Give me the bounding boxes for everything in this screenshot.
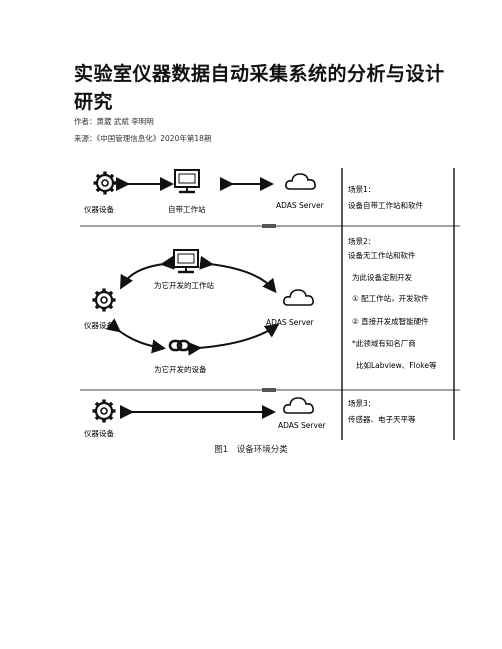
panel2-line-6: 比如Labview、Floke等 <box>356 360 437 370</box>
panel2-line-4: ② 直接开发成智能硬件 <box>352 316 429 326</box>
panel3-scene: 场景3： <box>348 399 375 408</box>
monitor-icon <box>173 168 201 194</box>
panel2-line-5: *此领域有知名厂商 <box>352 338 416 348</box>
panel2-device-label: 为它开发的设备 <box>154 364 207 374</box>
panel2-arrow-bottom-left <box>105 318 166 354</box>
panel2-workstation-label: 为它开发的工作站 <box>154 280 214 290</box>
cloud-icon <box>283 397 314 414</box>
panel3-desc: 传感器、电子天平等 <box>348 414 416 424</box>
panel1-server-label: ADAS Server <box>276 201 325 210</box>
link-icon <box>168 339 191 352</box>
cloud-icon <box>283 289 314 306</box>
panel3-instrument-label: 仪器设备 <box>84 428 114 438</box>
separator-handle-2 <box>262 388 276 392</box>
panel2-arrow-top-right <box>199 255 277 294</box>
panel2-line-2: 为此设备定制开发 <box>352 272 412 282</box>
figure-caption: 图1 设备环境分类 <box>214 445 288 455</box>
panel2-line-3: ① 配工作站，开发软件 <box>352 293 429 303</box>
panel2-arrow-top-left <box>120 255 175 290</box>
panel2-arrow-bottom-right <box>187 323 280 356</box>
panel1-desc: 设备自带工作站和软件 <box>348 200 423 210</box>
panel1-instrument-label: 仪器设备 <box>84 204 114 214</box>
cloud-icon <box>285 173 316 190</box>
panel2-line-1: 设备无工作站和软件 <box>348 250 416 260</box>
paper-title: 实验室仪器数据自动采集系统的分析与设计研究 <box>74 63 445 113</box>
panel1-scene: 场景1： <box>348 185 375 194</box>
gear-icon <box>91 169 119 197</box>
paper-source: 来源：《中国管理信息化》2020年第18期 <box>74 134 212 143</box>
panel2-instrument-label: 仪器设备 <box>84 320 114 330</box>
figure-diagram: 仪器设备 自带工作站 ADAS Server 场景1： 设备自带工作站和软件 为… <box>80 168 460 440</box>
panel2-server-label: ADAS Server <box>266 318 315 327</box>
panel1-workstation-label: 自带工作站 <box>168 204 206 214</box>
monitor-icon <box>172 248 200 274</box>
panel3-server-label: ADAS Server <box>278 421 327 430</box>
paper-authors: 作者：黄葳 武斌 李明明 <box>74 117 154 126</box>
figure-device-environment: 仪器设备 自带工作站 ADAS Server 场景1： 设备自带工作站和软件 为… <box>80 168 460 440</box>
separator-handle-1 <box>262 224 276 228</box>
gear-icon <box>90 397 118 425</box>
panel2-scene: 场景2： <box>348 237 375 246</box>
gear-icon <box>90 286 118 314</box>
